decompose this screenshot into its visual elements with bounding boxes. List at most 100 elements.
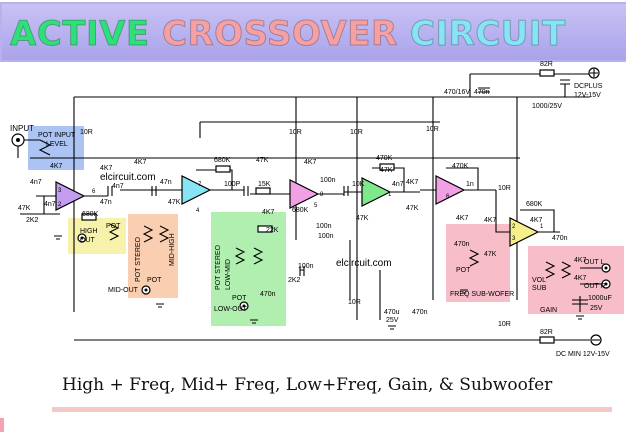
- value-100n-a: 100n: [298, 263, 314, 270]
- pin-label: 1: [388, 192, 392, 198]
- high-out-pot[interactable]: [108, 223, 120, 241]
- pin-label: 4: [196, 208, 200, 214]
- r82-label-bottom: 82R: [540, 329, 553, 336]
- high-label: HIGH: [80, 228, 98, 235]
- r10-label-1: 10R: [80, 129, 93, 136]
- resistor-22k: [257, 225, 273, 233]
- pin-label: 6: [446, 194, 450, 200]
- value-4k7-e: 4K7: [304, 159, 317, 166]
- pot-stereo-low-label: POT STEREO: [215, 244, 222, 290]
- crossover-schematic: INPUT POT INPUT LEVEL 10R 10R 10R 10R 10…: [10, 61, 624, 358]
- level-label: LEVEL: [46, 141, 68, 148]
- value-47k-b: 47K: [168, 199, 181, 206]
- low-highlight: [211, 212, 286, 326]
- r10-label-6: 10R: [348, 299, 361, 306]
- opamp-stage-4: [344, 167, 420, 207]
- value-4k7-f: 4K7: [406, 179, 419, 186]
- r10-label-7: 10R: [498, 321, 511, 328]
- pot-sub-label: POT: [456, 267, 471, 274]
- pot-stereo-mid-label: POT STEREO: [135, 236, 142, 282]
- value-47k-g: 47K: [484, 251, 497, 258]
- out-l-label: OUT L: [584, 259, 605, 266]
- r82-label-top: 82R: [540, 61, 553, 68]
- value-4k7-j: 4K7: [574, 257, 587, 264]
- freq-sub-highlight: [446, 224, 510, 302]
- ground-symbols: [54, 235, 584, 330]
- value-470k-a: 470K: [376, 155, 393, 162]
- dcplus-voltage-label: 12V-15V: [574, 92, 601, 99]
- title-band-shade: [2, 4, 626, 60]
- pin-label: 5: [314, 203, 318, 209]
- vertical-wires: [295, 73, 590, 320]
- corner-accent: [0, 418, 4, 432]
- high-out-label: OUT: [80, 237, 96, 244]
- value-680k-b: 680K: [214, 157, 231, 164]
- caption: High + Freq, Mid+ Freq, Low+Freq, Gain, …: [62, 375, 553, 395]
- supply-resistor-bottom: [539, 336, 555, 344]
- value-680k-d: 680K: [526, 201, 543, 208]
- r10-label-2: 10R: [289, 129, 302, 136]
- supply-cap-top: [560, 79, 570, 97]
- input-level-highlight: [28, 126, 84, 170]
- high-out-highlight: [68, 218, 126, 254]
- value-47k-e: 47K: [356, 215, 369, 222]
- pin-label: 2: [58, 202, 62, 208]
- resistor-680k-2: [215, 165, 231, 173]
- cap-470-16-label: 470/16V: [444, 89, 470, 96]
- vol-label: VOL: [532, 277, 546, 284]
- pot-mid-label: POT: [147, 277, 162, 284]
- title-word-active: ACTIVE: [10, 14, 150, 55]
- value-470n-c: 470n: [454, 241, 470, 248]
- low-mid-label: LOW-MID: [225, 259, 232, 290]
- value-4n7-a: 4n7: [30, 179, 42, 186]
- mid-high-label: MID-HIGH: [169, 233, 176, 266]
- cap-25v-label: 25V: [590, 305, 603, 312]
- value-47n-b: 47n: [160, 179, 172, 186]
- opamp-stage-2: [120, 169, 244, 205]
- mid-highlight: [128, 214, 178, 298]
- resistor-15k: [255, 187, 271, 195]
- value-470n-e: 470n: [474, 89, 490, 96]
- value-4k7-k: 4K7: [574, 275, 587, 282]
- input-level-pot[interactable]: [38, 139, 52, 156]
- page-title: ACTIVE CROSSOVER CIRCUIT: [10, 10, 566, 58]
- r10-label-3: 10R: [350, 129, 363, 136]
- low-stereo-pot[interactable]: [234, 247, 264, 265]
- value-470n-a: 470n: [260, 291, 276, 298]
- pot-input-label: POT INPUT: [38, 132, 76, 139]
- r10-label-5: 10R: [498, 185, 511, 192]
- title-word-crossover: CROSSOVER: [162, 14, 398, 55]
- value-4n7-d: 4n7: [392, 181, 404, 188]
- pin-label: 1: [540, 224, 544, 230]
- value-4k7-a: 4K7: [50, 163, 63, 170]
- low-out-label: LOW-OUT: [214, 306, 248, 313]
- value-680k-c: 680K: [292, 207, 309, 214]
- dcmin-label: DC MIN 12V-15V: [556, 351, 610, 358]
- title-word-circuit: CIRCUIT: [410, 14, 566, 55]
- watermark-bottom: elcircuit.com: [336, 258, 392, 269]
- pin-label: 3: [58, 188, 62, 194]
- sub-freq-pot[interactable]: [468, 249, 480, 267]
- value-4k7-h: 4K7: [484, 217, 497, 224]
- opamp-stage-6: [495, 190, 560, 247]
- value-4n7-c: 4n7: [112, 183, 124, 190]
- value-4k7-g: 4K7: [456, 215, 469, 222]
- value-47k-f: 47K: [406, 205, 419, 212]
- mid-stereo-pot[interactable]: [142, 225, 170, 243]
- supply-cap-mid: [478, 87, 490, 93]
- pot-high-label: POT: [106, 223, 121, 230]
- gain-pot[interactable]: [544, 261, 572, 279]
- pin-label: 6: [92, 189, 96, 195]
- value-470n-d: 470n: [552, 235, 568, 242]
- value-100n-b: 100n: [316, 223, 332, 230]
- opamp-stage-3: [250, 179, 344, 209]
- filter-caps: [107, 186, 349, 276]
- resistor-470k: [379, 163, 395, 171]
- mid-out-label: MID-OUT: [108, 287, 139, 294]
- resistor-680k-1: [81, 213, 97, 221]
- value-470n-b: 470n: [412, 309, 428, 316]
- supply-cap-label: 1000/25V: [532, 103, 562, 110]
- value-4k7-i: 4K7: [530, 217, 543, 224]
- freq-sub-label: FREQ SUB-WOFER: [450, 291, 514, 298]
- supply-resistor-top: [539, 69, 555, 77]
